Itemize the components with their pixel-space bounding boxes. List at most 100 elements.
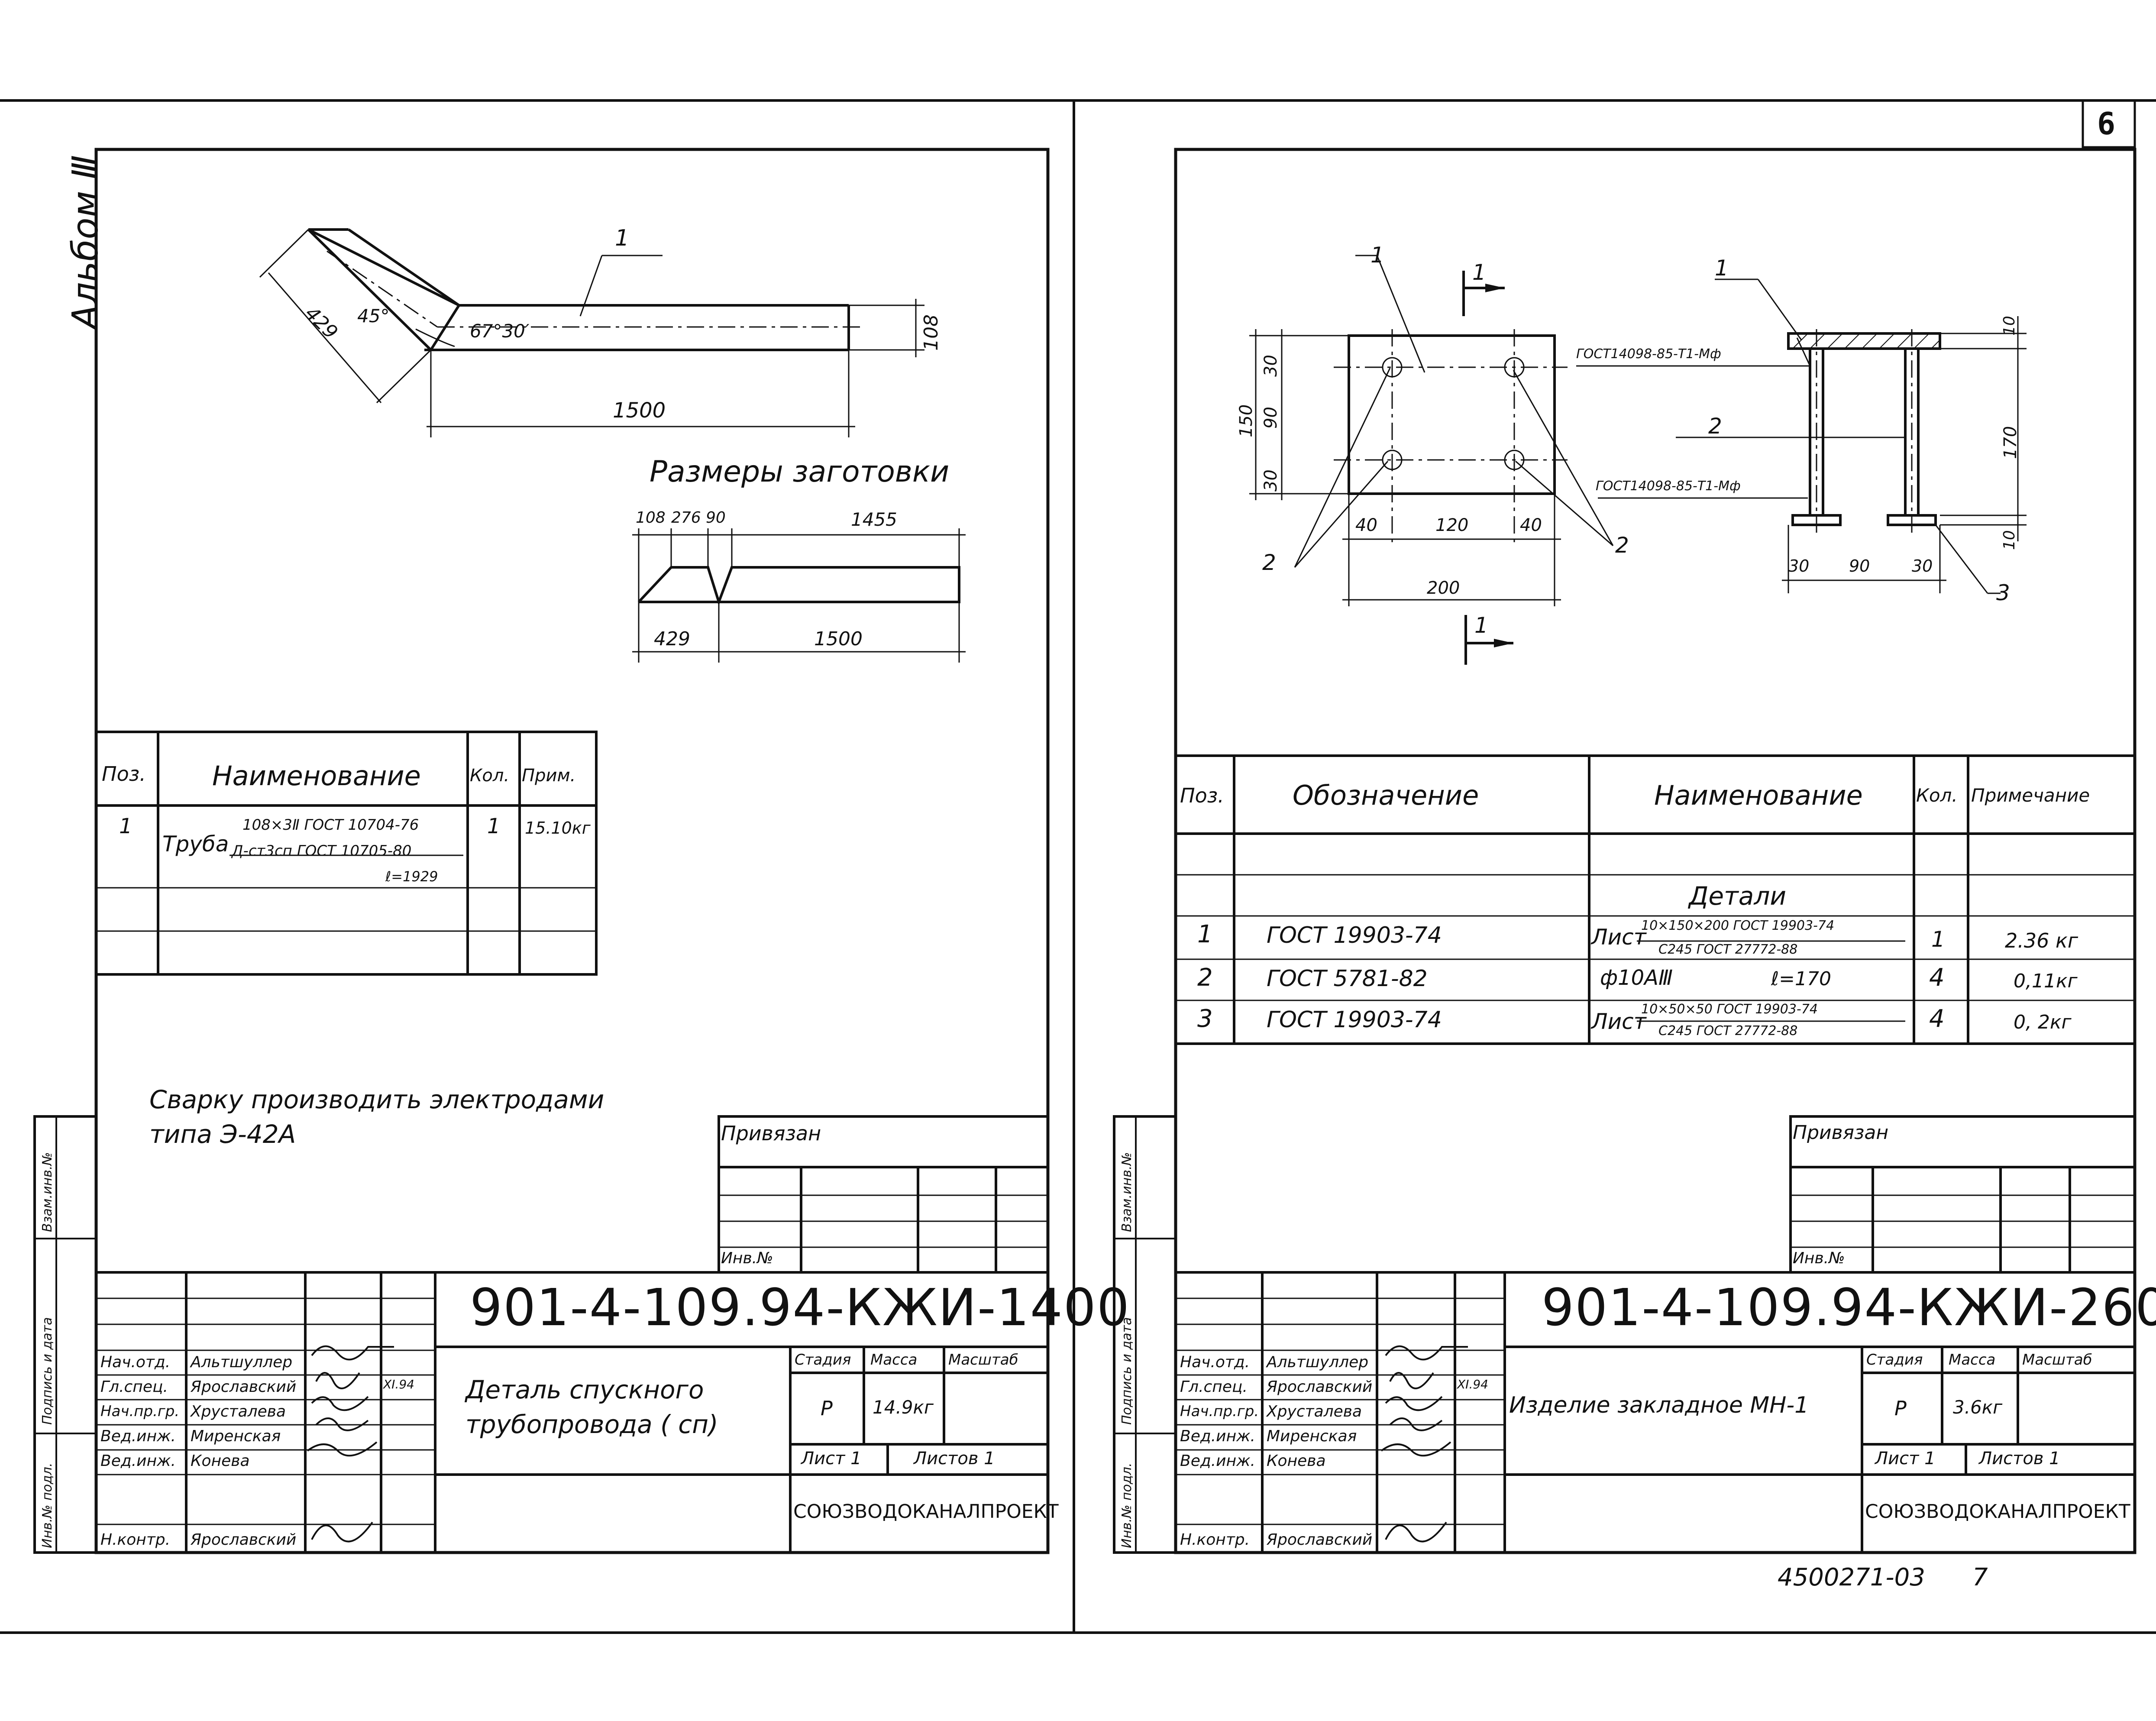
blank-title: Размеры заготовки xyxy=(650,455,950,489)
signatures xyxy=(307,1345,1468,1543)
right-date: XI.94 xyxy=(1457,1377,1488,1391)
plan-pos2-left: 2 xyxy=(1262,550,1276,575)
left-role-4: Вед.инж. xyxy=(100,1452,176,1470)
plan-dim-40a: 40 xyxy=(1355,515,1377,535)
r-row-1-note: 0,11кг xyxy=(2014,970,2078,992)
blank-dim-429: 429 xyxy=(654,628,690,650)
left-privyazan: Привязан xyxy=(721,1122,821,1145)
left-mass: 14.9кг xyxy=(873,1397,934,1418)
spec-row-line2: Д-ст3сп ГОСТ 10705-80 xyxy=(232,842,412,860)
plan-dim-40b: 40 xyxy=(1520,515,1542,535)
plan-dim-30a: 30 xyxy=(1261,355,1281,377)
r-spec-hdr-designation: Обозначение xyxy=(1293,780,1479,811)
welding-note-line1: Сварку производить электродами xyxy=(149,1085,604,1114)
left-sheets-total: Листов 1 xyxy=(914,1449,995,1469)
r-spec-hdr-qty: Кол. xyxy=(1916,785,1958,806)
angle-67-label: 67°30′ xyxy=(470,320,530,342)
left-title-line1: Деталь спускного xyxy=(465,1375,704,1404)
right-role-0: Нач.отд. xyxy=(1180,1353,1250,1371)
spec-row-line3: ℓ=1929 xyxy=(385,868,438,885)
right-privyazan: Привязан xyxy=(1793,1122,1889,1144)
blank-dim-108: 108 xyxy=(636,509,666,527)
page-number-box xyxy=(2082,99,2136,149)
bottom-code: 4500271-03 xyxy=(1778,1563,1925,1592)
r-row-0-name: Лист xyxy=(1591,925,1646,950)
right-person-0: Альтшуллер xyxy=(1267,1353,1369,1371)
section-pos1-label: 1 xyxy=(1715,256,1729,281)
pipe-position-label: 1 xyxy=(615,225,630,251)
section-dim-90: 90 xyxy=(1849,556,1870,576)
album-label: Альбом Ⅲ xyxy=(65,155,106,329)
spec-row-line1: 108×3Ⅱ ГОСТ 10704-76 xyxy=(242,816,419,834)
left-person-4: Конева xyxy=(191,1452,250,1470)
pipe-drawing xyxy=(307,228,850,351)
spec-row-pos: 1 xyxy=(119,814,133,838)
left-drawing-code: 901-4-109.94-КЖИ-1400 xyxy=(470,1278,1130,1337)
r-row-0-note: 2.36 кг xyxy=(2005,929,2078,952)
spec-hdr-note: Прим. xyxy=(522,766,576,786)
page-number: 6 xyxy=(2097,106,2116,142)
r-row-1-designation: ГОСТ 5781-82 xyxy=(1267,966,1428,992)
right-side-label-3: Инв.№ подл. xyxy=(1119,1462,1135,1548)
section-dim-30a: 30 xyxy=(1788,556,1810,576)
left-person-1: Ярославский xyxy=(191,1378,297,1396)
left-title-block-lines xyxy=(95,1271,1049,1554)
left-person-3: Миренская xyxy=(191,1427,281,1445)
r-row-2-qty: 4 xyxy=(1929,1005,1945,1033)
spec-row-note: 15.10кг xyxy=(525,818,591,838)
left-stage: Р xyxy=(821,1397,833,1420)
plan-dim-90: 90 xyxy=(1261,407,1281,429)
section-mark-bottom: 1 xyxy=(1474,613,1488,638)
r-row-2-n1: 10×50×50 ГОСТ 19903-74 xyxy=(1641,1002,1818,1017)
right-sheet-no: Лист 1 xyxy=(1875,1449,1936,1469)
right-stage-hdr: Стадия xyxy=(1866,1351,1923,1368)
right-org: СОЮЗВОДОКАНАЛПРОЕКТ xyxy=(1865,1501,2130,1523)
left-scale-hdr: Масштаб xyxy=(948,1351,1018,1368)
spec-row-name: Труба xyxy=(162,831,229,857)
blank-drawing xyxy=(637,566,960,606)
right-person-4: Конева xyxy=(1267,1452,1326,1470)
section-dim-10a: 10 xyxy=(2001,316,2018,336)
plan-dim-150: 150 xyxy=(1236,404,1256,437)
right-person-5: Ярославский xyxy=(1267,1531,1373,1549)
right-mass-hdr: Масса xyxy=(1949,1351,1996,1368)
plan-dim-120: 120 xyxy=(1435,515,1469,535)
r-row-2-n2: С245 ГОСТ 27772-88 xyxy=(1658,1023,1798,1038)
r-row-1-pos: 2 xyxy=(1197,964,1213,992)
dim-108-label: 108 xyxy=(920,314,942,351)
r-row-0-pos: 1 xyxy=(1197,920,1213,948)
right-side-label-2: Подпись и дата xyxy=(1119,1317,1135,1425)
right-title-block-lines xyxy=(1174,1271,2136,1554)
right-mass: 3.6кг xyxy=(1953,1397,2003,1418)
right-person-2: Хрусталева xyxy=(1267,1403,1362,1420)
section-mark-top: 1 xyxy=(1472,260,1486,285)
left-title-line2: трубопровода ( сп) xyxy=(465,1410,718,1439)
left-inv-no: Инв.№ xyxy=(721,1249,773,1267)
r-row-1-name: ф10АⅢ xyxy=(1600,966,1673,990)
spec-hdr-pos: Поз. xyxy=(102,762,146,786)
r-spec-hdr-name: Наименование xyxy=(1654,780,1863,811)
left-mass-hdr: Масса xyxy=(870,1351,918,1368)
weld-note-2: ГОСТ14098-85-Т1-Мф xyxy=(1596,479,1741,494)
bottom-page: 7 xyxy=(1972,1563,1988,1592)
blank-dim-276: 276 xyxy=(671,509,701,527)
left-side-label-2: Подпись и дата xyxy=(40,1317,55,1425)
spec-row-qty: 1 xyxy=(487,814,501,838)
r-row-0-n2: С245 ГОСТ 27772-88 xyxy=(1658,942,1798,957)
right-side-label-1: Взам.инв.№ xyxy=(1119,1152,1135,1232)
right-sheets-total: Листов 1 xyxy=(1979,1449,2060,1469)
r-row-2-note: 0, 2кг xyxy=(2014,1011,2072,1033)
plan-pos2-right: 2 xyxy=(1615,533,1629,558)
left-stage-hdr: Стадия xyxy=(795,1351,851,1368)
r-row-2-name: Лист xyxy=(1591,1009,1646,1034)
blank-dim-1500: 1500 xyxy=(814,628,863,650)
right-person-1: Ярославский xyxy=(1267,1378,1373,1396)
r-row-0-qty: 1 xyxy=(1931,927,1945,952)
r-row-0-designation: ГОСТ 19903-74 xyxy=(1267,922,1442,948)
left-role-0: Нач.отд. xyxy=(100,1353,171,1371)
section-dim-170: 170 xyxy=(2001,426,2020,459)
left-spec-table-lines xyxy=(95,731,598,976)
r-row-1-qty: 4 xyxy=(1929,964,1945,992)
right-person-3: Миренская xyxy=(1267,1427,1357,1445)
